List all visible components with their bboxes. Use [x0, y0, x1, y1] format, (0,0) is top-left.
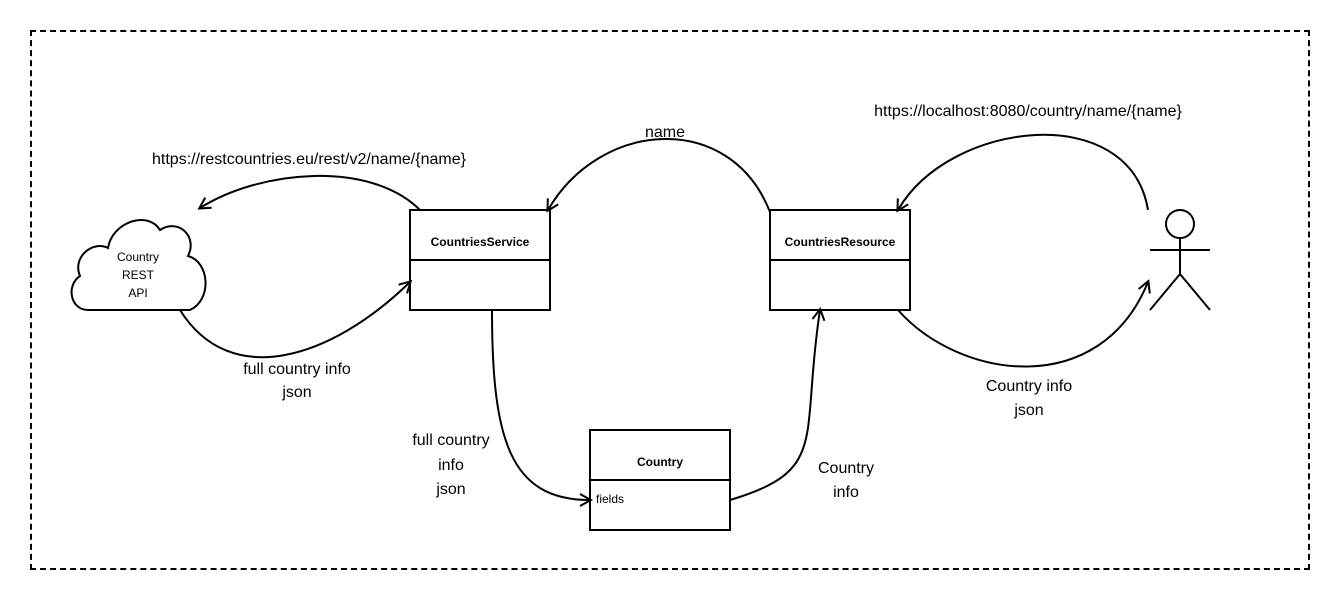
full-info-top-label-1: full country info: [243, 361, 351, 378]
country-title: Country: [637, 455, 683, 469]
country-fields: fields: [596, 492, 624, 506]
arrow-actor-to-resource: [898, 134, 1149, 210]
arrow-resource-to-actor: [897, 282, 1148, 368]
country-info-json-label-1: Country info: [986, 378, 1072, 395]
arrow-country-to-resource: [729, 310, 820, 501]
country-box: [589, 429, 731, 531]
countries-resource-title: CountriesResource: [785, 235, 896, 249]
user-actor-icon: [1149, 209, 1211, 311]
cloud-icon: [70, 219, 207, 311]
cloud-label-line-2: REST: [122, 268, 155, 282]
arrow-api-to-service: [179, 282, 410, 359]
country-info-json-label-2: json: [1013, 402, 1043, 419]
countries-service-box: [409, 209, 551, 311]
country-info-label-1: Country: [818, 460, 874, 477]
full-info-top-label-2: json: [281, 384, 311, 401]
cloud-label-line-3: API: [128, 286, 147, 300]
diagram-boundary: [30, 30, 1310, 570]
arrow-service-to-country: [491, 309, 590, 500]
full-info-bottom-label-2: info: [438, 457, 464, 474]
countries-service-title: CountriesService: [431, 235, 530, 249]
cloud-label-line-1: Country: [117, 250, 159, 264]
arrow-resource-to-service: [548, 138, 771, 212]
full-info-bottom-label-1: full country: [412, 432, 489, 449]
country-info-label-2: info: [833, 484, 859, 501]
name-label: name: [645, 124, 685, 141]
full-info-bottom-label-3: json: [435, 481, 465, 498]
arrow-service-to-api: [200, 175, 421, 211]
rest-api-url-label: https://restcountries.eu/rest/v2/name/{n…: [152, 151, 467, 168]
local-url-label: https://localhost:8080/country/name/{nam…: [874, 103, 1182, 120]
countries-resource-box: [769, 209, 911, 311]
